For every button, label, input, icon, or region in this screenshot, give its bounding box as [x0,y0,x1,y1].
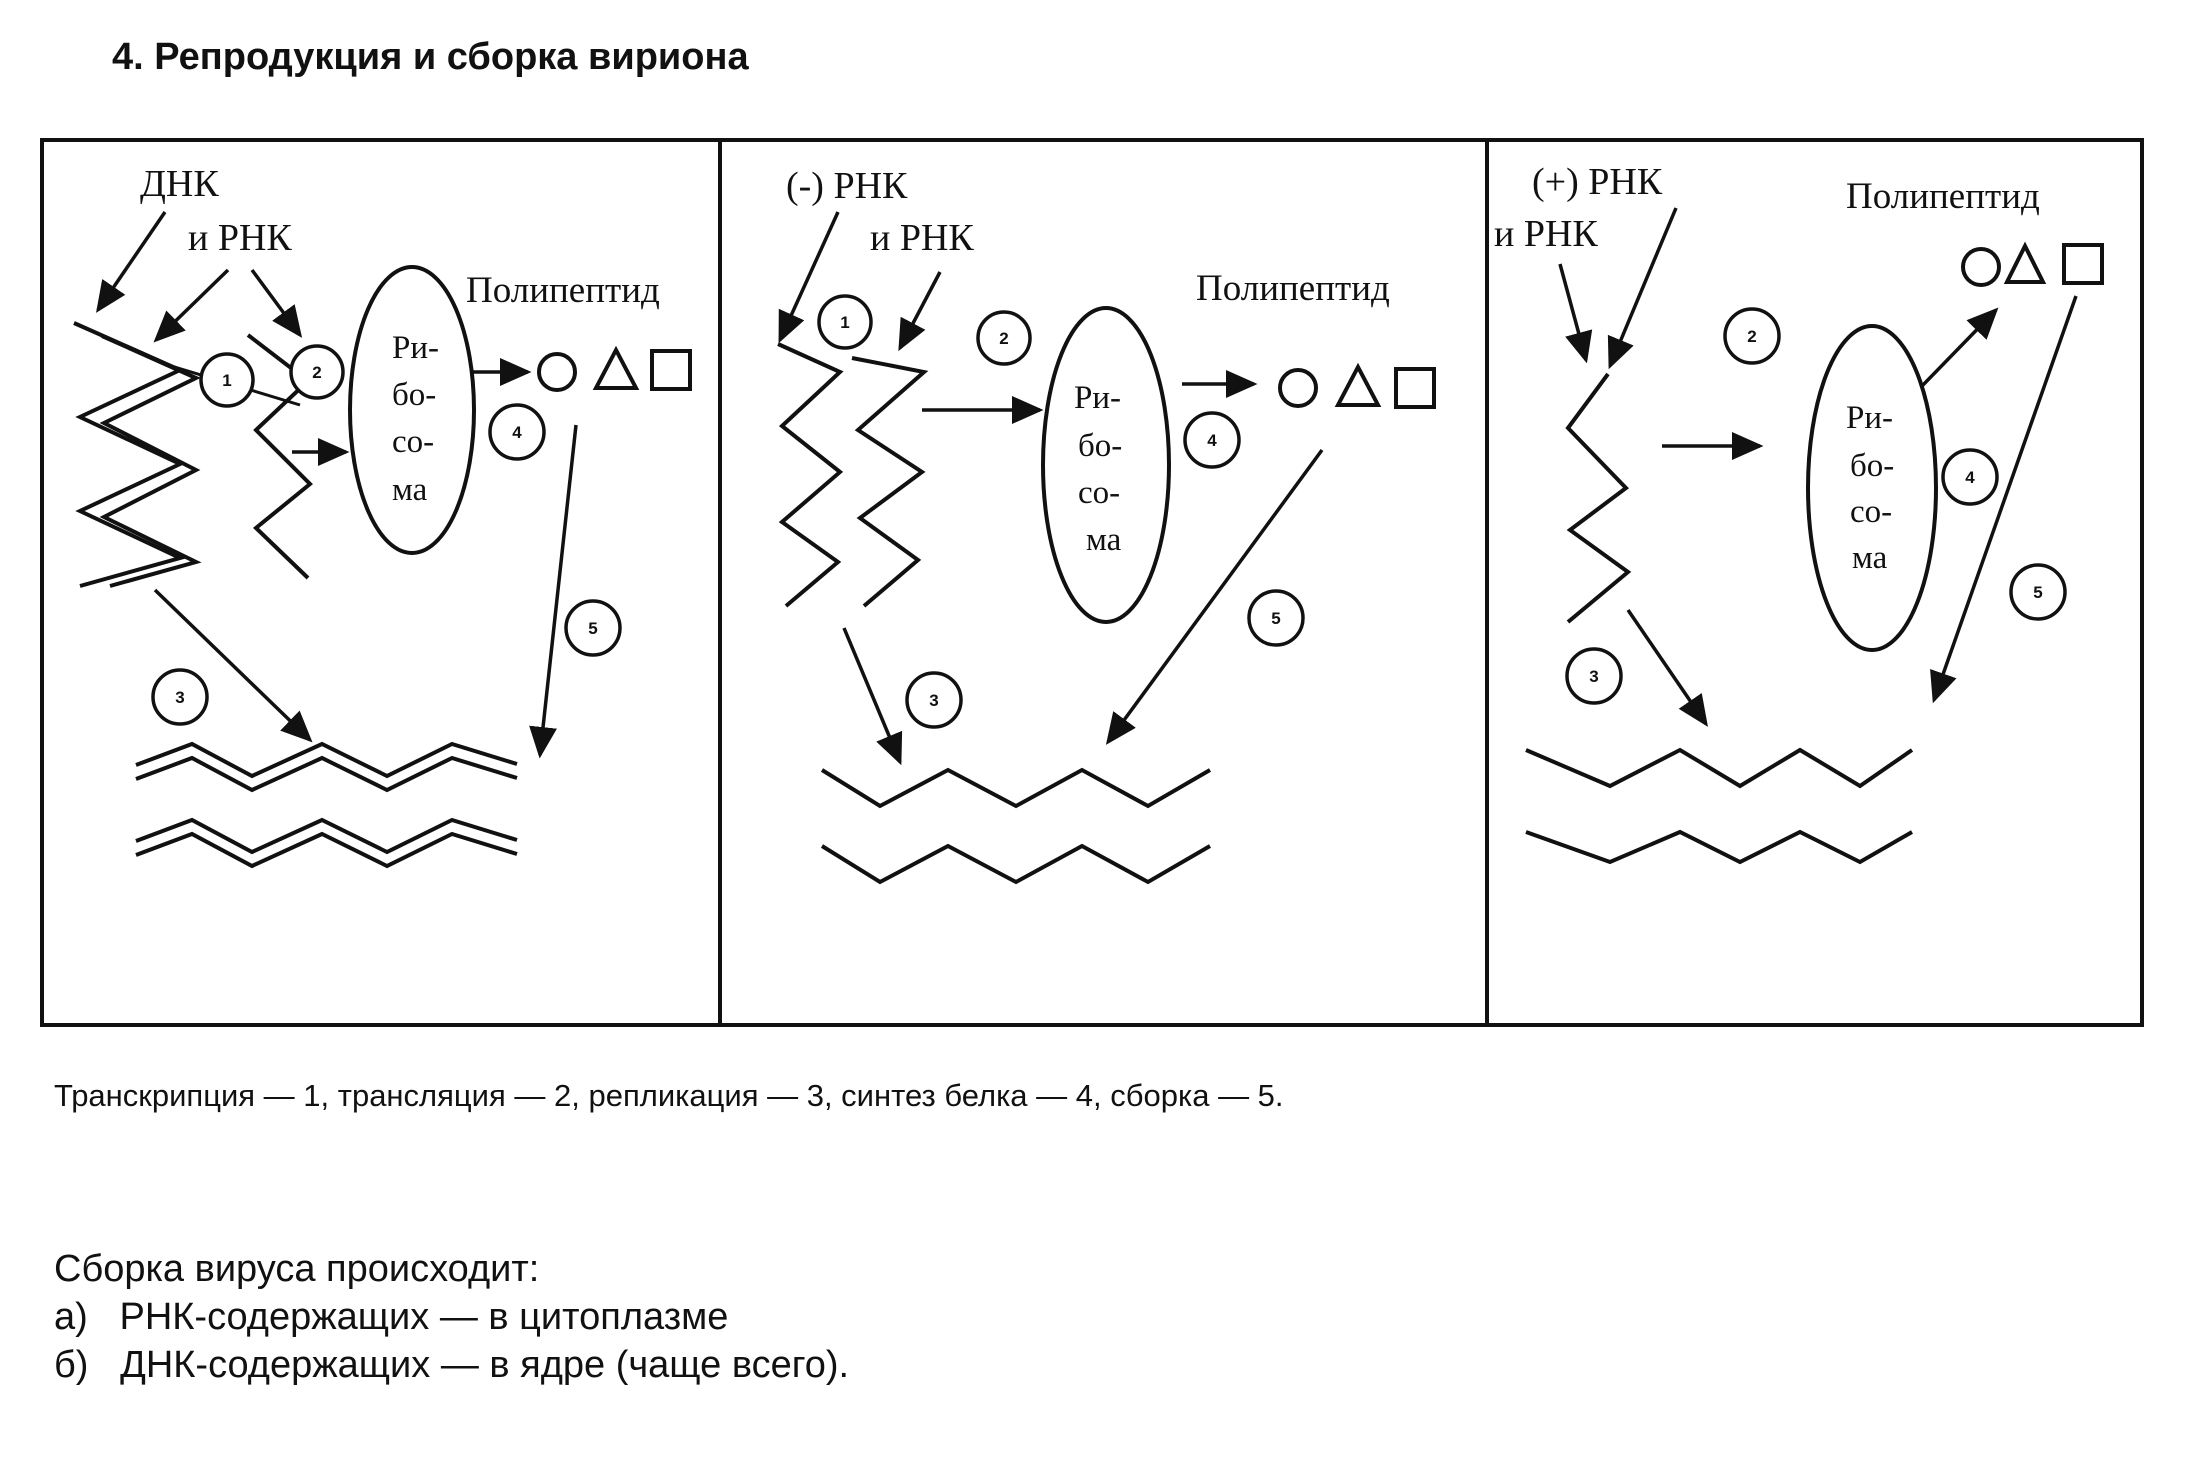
panel-positive-rna: (+) РНК и РНК Полипептид Ри- бо- со- ма [1494,161,2104,865]
step-number: 5 [1271,609,1280,628]
ribosome [348,265,476,555]
circle-shape [1278,368,1318,408]
item-marker: а) [54,1296,88,1338]
dna-double-strand [73,321,202,588]
square-shape [650,349,692,391]
ribosome-label: со- [1078,475,1120,511]
step-number: 1 [840,313,849,332]
ribosome-label: ма [1852,540,1888,576]
nucleic-acid-label: (+) РНК [1532,161,1663,203]
step-markers [817,294,1305,729]
step-number: 2 [312,363,321,382]
square-shape [2062,243,2104,285]
ribosome-label: Ри- [392,330,439,366]
circle-shape [537,352,577,392]
item-text: ДНК-содержащих — в ядре (чаще всего). [120,1344,850,1386]
protein-shapes [537,345,692,392]
page-title: 4. Репродукция и сборка вириона [112,36,749,78]
nucleic-acid-label-line2: и РНК [188,217,292,259]
ribosome-label: бо- [392,377,436,413]
assembly-item: б) ДНК-содержащих — в ядре (чаще всего). [54,1341,849,1389]
step-number: 2 [1747,327,1756,346]
triangle-shape [2003,241,2047,284]
item-text: РНК-содержащих — в цитоплазме [119,1296,729,1338]
protein-shapes [1278,362,1436,409]
step-number: 3 [1589,667,1598,686]
nucleic-acid-label: (-) РНК [786,165,908,207]
step-number: 1 [222,371,231,390]
step-number: 2 [999,329,1008,348]
item-marker: б) [54,1344,89,1386]
diagram-frame [40,138,2144,1027]
rna-strands [777,342,929,608]
ribosome-label: со- [392,424,434,460]
ribosome-label: ма [1086,522,1122,558]
step-number: 4 [1207,431,1217,450]
step-number: 4 [1965,468,1975,487]
ribosome-label: бо- [1850,448,1894,484]
nucleic-acid-label-line2: и РНК [870,217,974,259]
circle-shape [1961,247,2001,287]
step-markers [1565,307,2067,705]
step-number: 5 [2033,583,2042,602]
step-markers [151,344,622,726]
triangle-shape [1334,362,1382,407]
assembly-item: а) РНК-содержащих — в цитоплазме [54,1293,849,1341]
ribosome-label: бо- [1078,428,1122,464]
step-number: 4 [512,423,522,442]
single-strand-product [1525,747,1914,865]
assembly-notes: Сборка вируса происходит: а) РНК-содержа… [54,1245,849,1389]
square-shape [1394,367,1436,409]
polypeptide-label: Полипептид [1846,176,2040,217]
rna-strand [1565,372,1632,624]
protein-shapes [1961,241,2104,287]
triangle-shape [592,345,640,390]
polypeptide-label: Полипептид [1196,268,1390,309]
nucleic-acid-label: ДНК [140,163,219,205]
arrows [778,211,1324,766]
step-legend: Транскрипция — 1, трансляция — 2, реплик… [54,1078,1284,1113]
double-strand-product [135,741,518,869]
assembly-title: Сборка вируса происходит: [54,1248,540,1290]
panel-dna: ДНК и РНК Полипептид Ри- бо- со- ма [73,163,692,869]
single-strand-product [820,767,1212,885]
step-number: 3 [929,691,938,710]
ribosome-label: со- [1850,494,1892,530]
step-number: 3 [175,688,184,707]
nucleic-acid-label-line2: и РНК [1494,213,1598,255]
ribosome [1041,306,1171,624]
step-number: 5 [588,619,597,638]
ribosome-label: Ри- [1846,400,1893,436]
panel-negative-rna: (-) РНК и РНК Полипептид Ри- бо- со- ма [777,165,1436,885]
ribosome [1806,324,1938,652]
arrows [1558,207,2078,727]
arrows [96,211,578,759]
ribosome-label: ма [392,472,428,508]
ribosome-label: Ри- [1074,380,1121,416]
polypeptide-label: Полипептид [466,270,660,311]
